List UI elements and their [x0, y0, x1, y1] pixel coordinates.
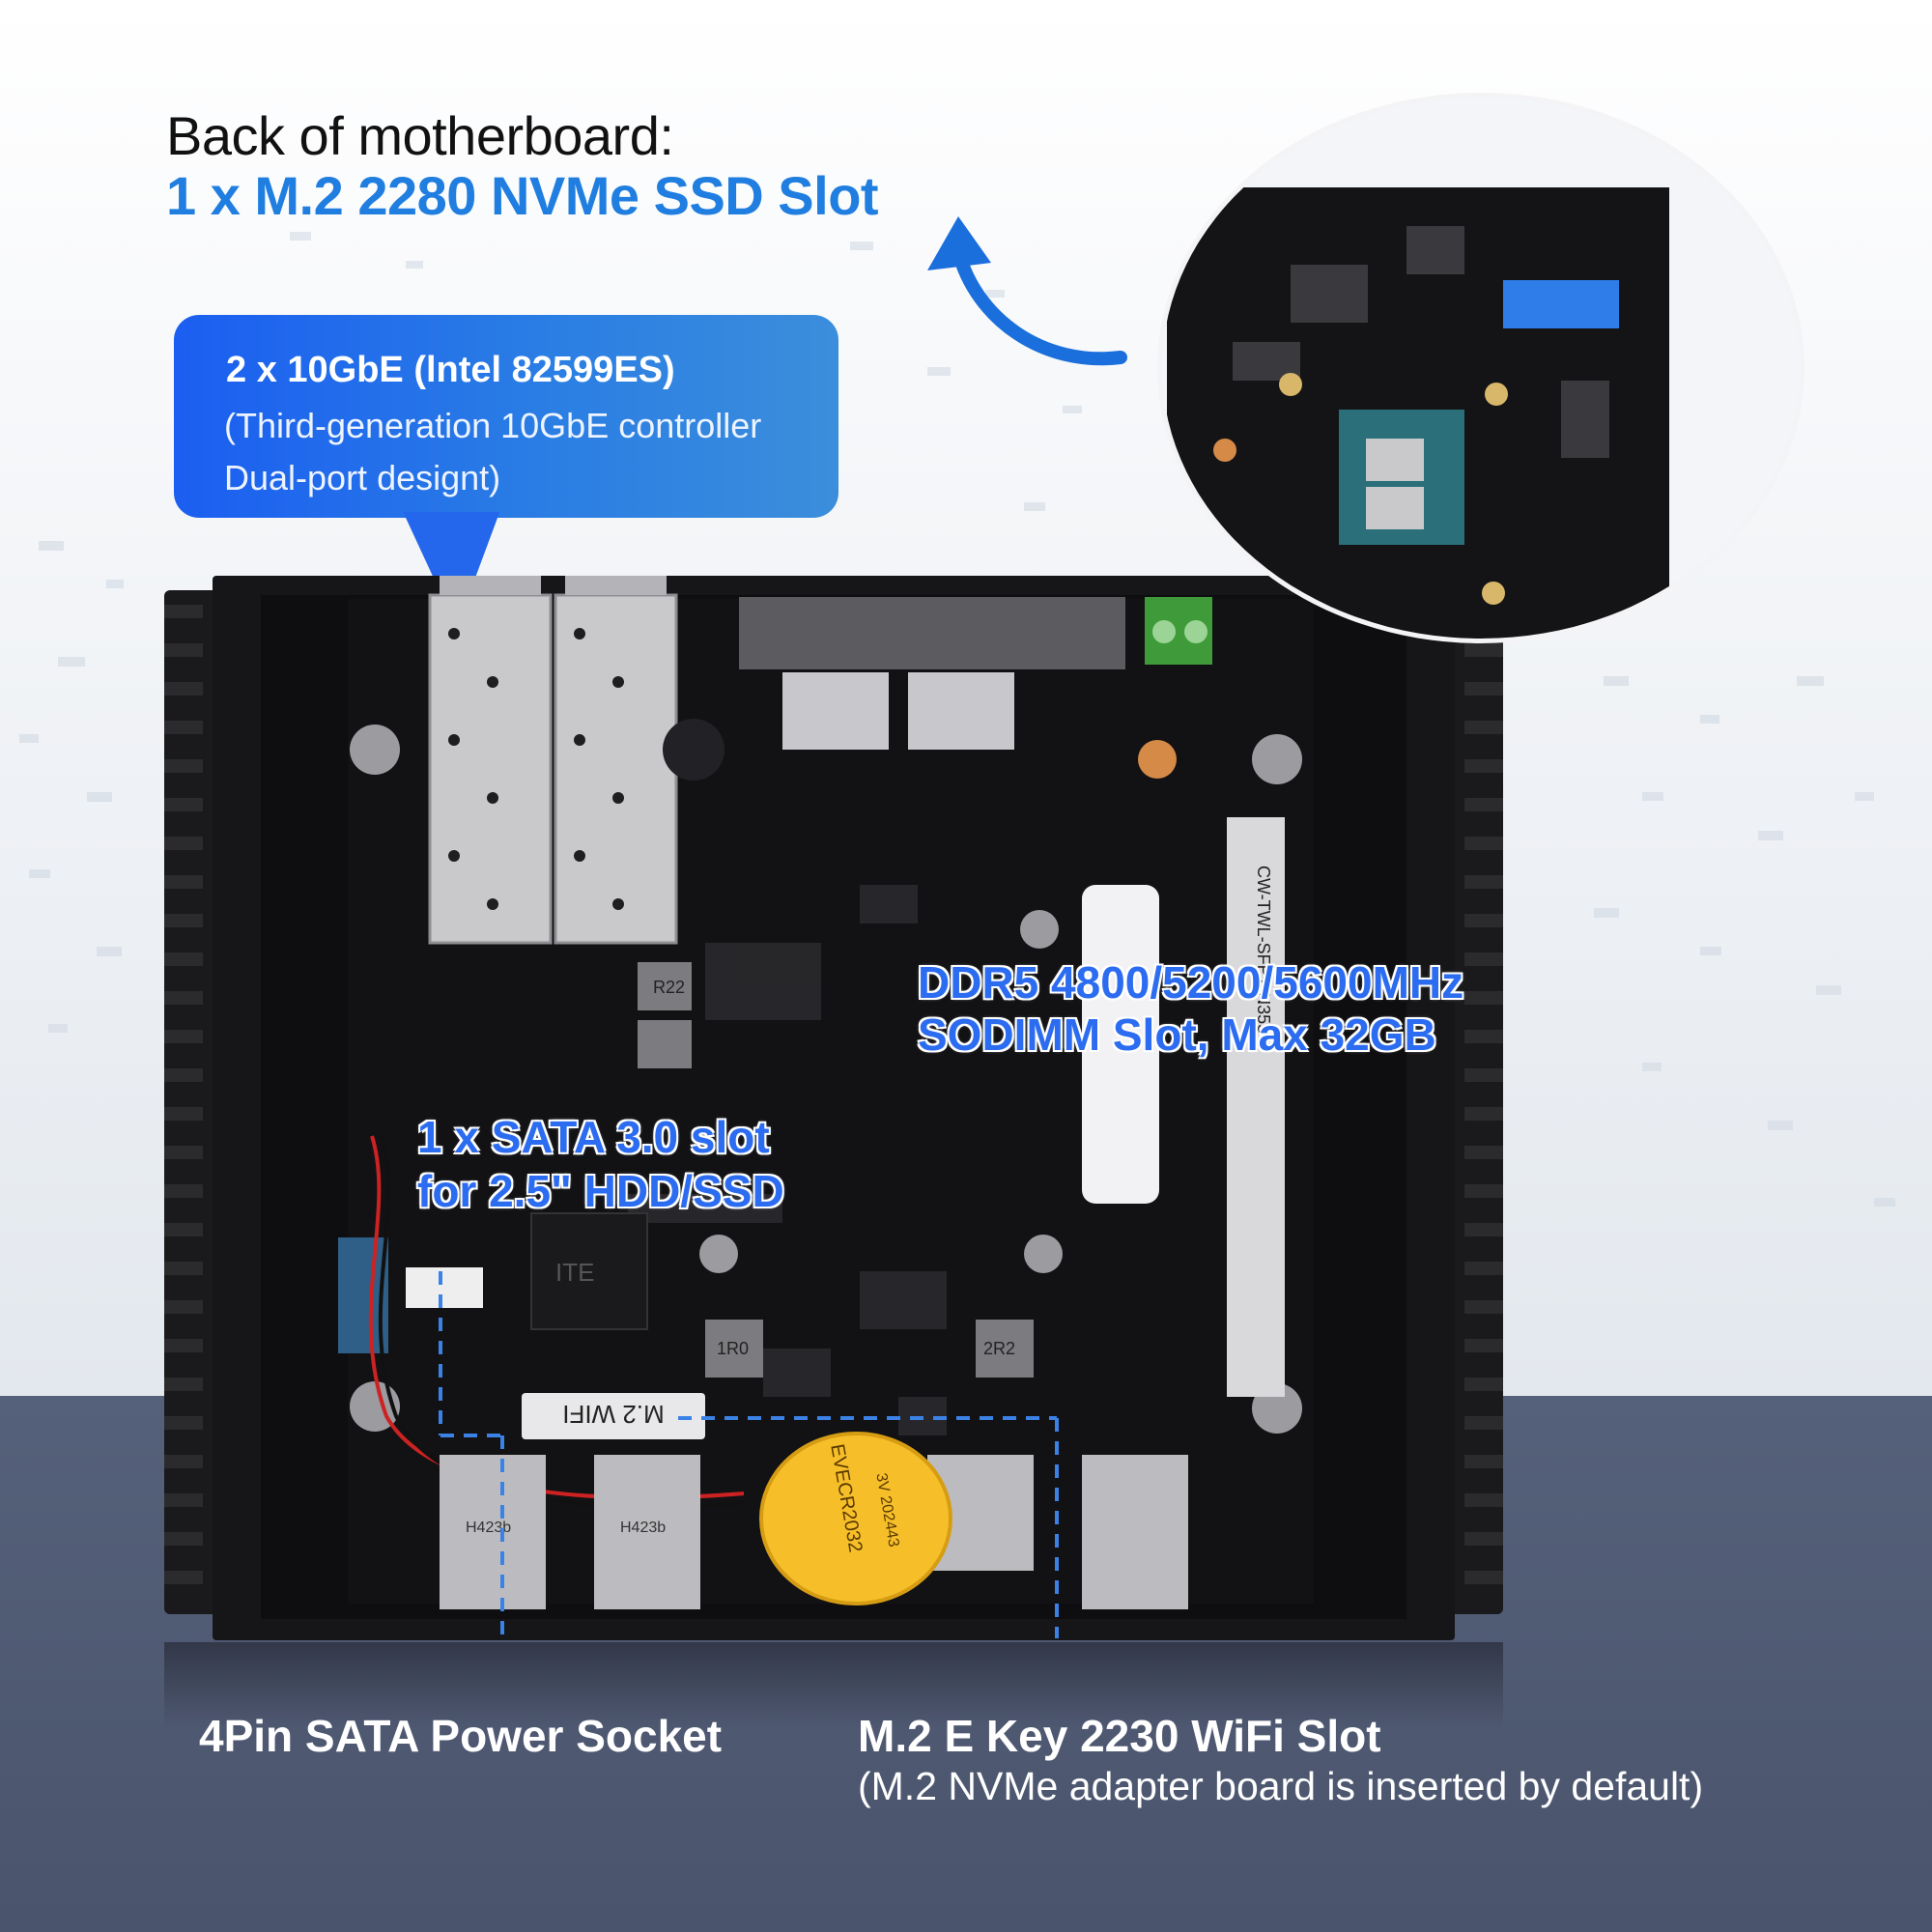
- model-label: CW-TWL-SFP+-N355: [1254, 866, 1273, 1034]
- cmos-battery: [759, 1432, 952, 1605]
- sata-label-line2: for 2.5" HDD/SSD: [417, 1166, 784, 1216]
- curved-arrow-icon: [927, 216, 1127, 366]
- callout-title: 2 x 10GbE (lntel 82599ES): [226, 350, 675, 390]
- m2-ssd-slot: [1503, 280, 1619, 328]
- sodimm-slot: [1227, 817, 1285, 1397]
- ddr5-label-line1: DDR5 4800/5200/5600MHz: [918, 957, 1464, 1008]
- callout-line2: Dual-port designt): [224, 458, 501, 497]
- port-label-2: H423b: [620, 1520, 666, 1536]
- inductor-2r2: [976, 1320, 1034, 1378]
- wifi-slot-caption: M.2 E Key 2230 WiFi Slot: [858, 1711, 1381, 1761]
- ite-chip-label: ITE: [555, 1258, 594, 1287]
- motherboard-back-inset: [1157, 93, 1804, 643]
- inductor-1r0-label: 1R0: [717, 1339, 749, 1358]
- port-label-1: H423b: [466, 1520, 511, 1536]
- sata-label-line1: 1 x SATA 3.0 slot: [417, 1112, 770, 1162]
- inductor-2r2-label: 2R2: [983, 1339, 1015, 1358]
- mini-pc-photo: CW-TWL-SFP+-N355 R22 2R2 1R0 ITE M.2 WIF…: [164, 576, 1503, 1640]
- heading-back-of-motherboard: Back of motherboard:: [166, 105, 674, 166]
- m2-wifi-slot: [522, 1393, 705, 1439]
- callout-line1: (Third-generation 10GbE controller: [224, 406, 762, 445]
- background-pattern: [19, 232, 1895, 1207]
- white-label: [1082, 885, 1159, 1204]
- capacitor: [1138, 740, 1177, 779]
- heading-m2-ssd-slot: 1 x M.2 2280 NVMe SSD Slot: [166, 165, 879, 226]
- m2-wifi-label: M.2 WIFI: [562, 1400, 664, 1429]
- wifi-slot-subcaption: (M.2 NVMe adapter board is inserted by d…: [858, 1764, 1704, 1808]
- device-reflection: [164, 1642, 1503, 1729]
- ite-chip: [530, 1212, 648, 1330]
- ddr5-label-line2: SODIMM Slot, Max 32GB: [918, 1009, 1436, 1060]
- sfp-cages: [428, 576, 678, 945]
- sata-power-socket: [406, 1267, 483, 1308]
- callout-10gbe: [174, 315, 838, 518]
- sata-power-caption: 4Pin SATA Power Socket: [199, 1711, 723, 1761]
- inductor-label: R22: [653, 978, 685, 997]
